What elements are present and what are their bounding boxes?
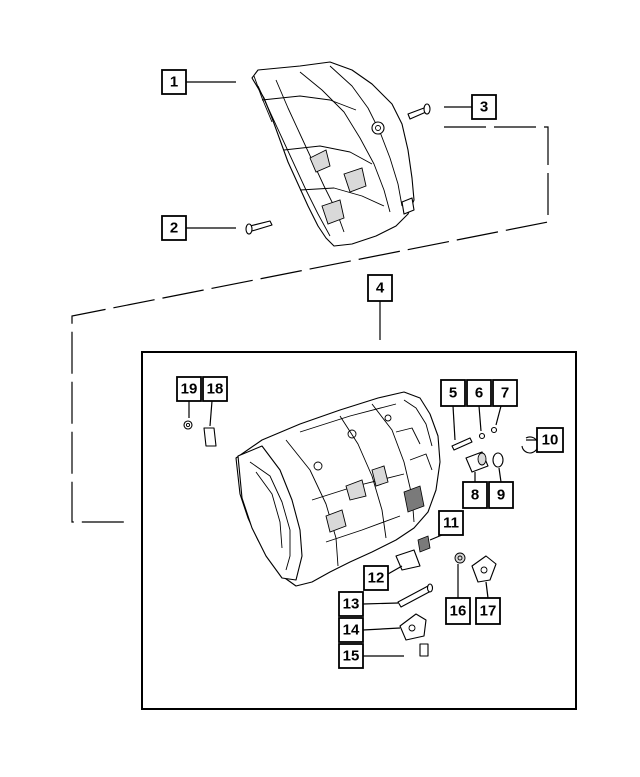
callout-8: 8 [462,472,488,509]
ball-part-6[interactable] [478,432,486,440]
callout-4: 4 [367,274,393,340]
svg-text:12: 12 [368,570,385,587]
bolt-part-2[interactable] [245,220,273,235]
callout-13: 13 [338,591,399,617]
bolt-part-3[interactable] [407,103,431,120]
assembly-frame [141,351,577,710]
svg-text:11: 11 [443,515,459,532]
callout-15: 15 [338,643,404,669]
bolt-part-15[interactable] [419,643,429,657]
pin-part-5[interactable] [451,437,473,451]
callout-1: 1 [161,69,236,95]
callout-14: 14 [338,617,401,643]
plug-part-8[interactable] [465,451,489,473]
transmission-case[interactable] [235,391,441,587]
svg-text:3: 3 [480,99,488,116]
svg-text:6: 6 [475,385,483,402]
spring-part-11[interactable] [417,535,431,553]
callout-7: 7 [492,379,518,426]
callout-6: 6 [466,379,492,432]
svg-text:2: 2 [170,220,178,237]
svg-text:18: 18 [207,381,224,398]
bell-housing[interactable] [251,61,415,247]
seal-part-16[interactable] [454,552,466,564]
lever-part-12[interactable] [395,549,421,571]
nut-part-19[interactable] [183,420,193,430]
svg-text:14: 14 [343,622,360,639]
svg-text:16: 16 [450,603,467,620]
svg-text:5: 5 [449,385,457,402]
svg-text:15: 15 [343,648,360,665]
svg-text:7: 7 [501,385,509,402]
svg-text:19: 19 [181,381,198,398]
callout-9: 9 [488,467,514,509]
ring-part-7[interactable] [490,426,498,434]
svg-text:4: 4 [376,280,385,297]
shaft-part-13[interactable] [397,583,434,608]
svg-text:9: 9 [497,487,505,504]
callout-2: 2 [161,215,236,241]
callout-16: 16 [445,564,471,625]
assembly-dashed-lines [71,126,549,523]
o-ring-part-9[interactable] [492,452,504,468]
svg-text:13: 13 [343,596,360,613]
callout-10: 10 [526,427,564,453]
callout-5: 5 [440,379,466,441]
svg-text:17: 17 [480,603,497,620]
callout-3: 3 [444,94,497,120]
clip-part-18[interactable] [203,427,217,447]
callout-12: 12 [363,565,403,591]
callout-18: 18 [202,376,228,427]
sensor-part-17[interactable] [471,555,497,583]
callout-11: 11 [429,510,464,541]
callout-17: 17 [475,581,501,625]
bracket-part-14[interactable] [399,613,427,641]
svg-text:1: 1 [170,74,178,91]
snap-ring-part-10[interactable] [521,436,539,454]
svg-text:10: 10 [542,432,559,449]
svg-text:8: 8 [471,487,479,504]
callout-19: 19 [176,376,202,418]
